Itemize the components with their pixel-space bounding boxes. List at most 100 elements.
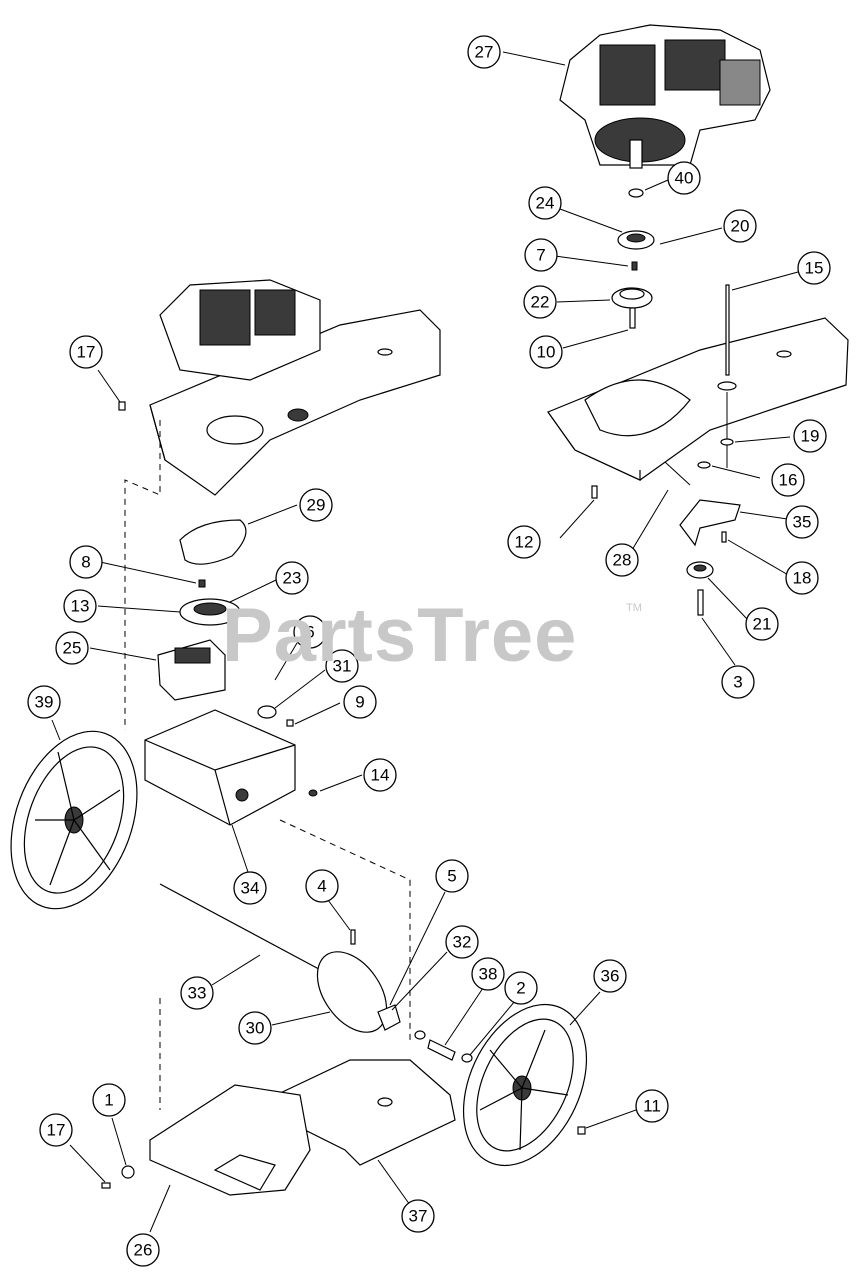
hardware-right — [559, 392, 795, 666]
bolt-11 — [577, 1109, 637, 1135]
svg-text:18: 18 — [793, 569, 812, 588]
hardware-6-31-9 — [257, 642, 341, 727]
svg-text:26: 26 — [134, 1241, 153, 1260]
callout-29: 29 — [299, 488, 333, 522]
callout-16: 16 — [771, 463, 805, 497]
svg-text:37: 37 — [409, 1207, 428, 1226]
callout-8: 8 — [69, 545, 103, 579]
key-8 — [99, 561, 206, 588]
callout-36: 36 — [593, 959, 627, 993]
svg-text:7: 7 — [536, 246, 545, 265]
svg-text:30: 30 — [246, 1019, 265, 1038]
callout-20: 20 — [723, 209, 757, 243]
gearbox-25 — [89, 639, 226, 701]
svg-text:19: 19 — [801, 427, 820, 446]
hardware-1-17-bottom — [69, 1117, 135, 1189]
svg-text:40: 40 — [675, 169, 694, 188]
svg-text:2: 2 — [516, 979, 525, 998]
nut-14 — [308, 774, 363, 797]
wheel-39 — [10, 719, 138, 910]
engine-top-right — [502, 24, 771, 169]
axle-33 — [159, 883, 331, 986]
key-7 — [554, 255, 638, 271]
callout-14: 14 — [363, 758, 397, 792]
svg-text:14: 14 — [371, 766, 390, 785]
plate-30 — [271, 951, 388, 1033]
svg-text:13: 13 — [71, 597, 90, 616]
callout-15: 15 — [797, 251, 831, 285]
callout-40: 40 — [667, 161, 701, 195]
callout-27: 27 — [467, 35, 501, 69]
callout-2: 2 — [504, 971, 538, 1005]
callout-17-top: 17 — [69, 335, 103, 369]
callout-19: 19 — [793, 419, 827, 453]
svg-text:20: 20 — [731, 217, 750, 236]
callout-18: 18 — [785, 561, 819, 595]
callout-26: 26 — [126, 1233, 160, 1267]
belt-29 — [179, 504, 298, 565]
dash-left-1 — [124, 420, 161, 730]
callout-35: 35 — [785, 505, 819, 539]
callout-21: 21 — [745, 607, 779, 641]
deck-housing-right — [547, 271, 849, 481]
washer-40 — [628, 179, 669, 198]
callout-31: 31 — [325, 649, 359, 683]
deck-37 — [253, 1059, 456, 1206]
housing-26 — [149, 1084, 311, 1233]
svg-text:39: 39 — [35, 693, 54, 712]
callout-11: 11 — [635, 1089, 669, 1123]
svg-text:8: 8 — [81, 553, 90, 572]
callout-6: 6 — [293, 615, 327, 649]
pulley-23 — [97, 579, 277, 626]
svg-text:31: 31 — [333, 657, 352, 676]
svg-text:25: 25 — [63, 639, 82, 658]
callout-28: 28 — [605, 543, 639, 577]
wheel-36 — [462, 991, 601, 1167]
svg-text:23: 23 — [283, 569, 302, 588]
callout-5: 5 — [435, 859, 469, 893]
svg-text:28: 28 — [613, 551, 632, 570]
engine-deck-left — [149, 279, 441, 496]
callout-38: 38 — [471, 957, 505, 991]
callout-22: 22 — [523, 285, 557, 319]
svg-text:36: 36 — [601, 967, 620, 986]
callout-3: 3 — [721, 665, 755, 699]
svg-text:5: 5 — [447, 867, 456, 886]
callout-33: 33 — [180, 976, 214, 1010]
callout-17-bottom: 17 — [39, 1113, 73, 1147]
watermark-text: PartsTree — [222, 593, 578, 678]
callout-9: 9 — [343, 685, 377, 719]
callout-25: 25 — [55, 631, 89, 665]
callout-39: 39 — [27, 685, 61, 719]
callout-24: 24 — [528, 186, 562, 220]
svg-text:33: 33 — [188, 984, 207, 1003]
callout-10: 10 — [529, 335, 563, 369]
svg-text:3: 3 — [733, 673, 742, 692]
bolt-4 — [327, 899, 356, 945]
svg-text:1: 1 — [104, 1091, 113, 1110]
svg-text:34: 34 — [241, 879, 260, 898]
svg-text:24: 24 — [536, 194, 555, 213]
svg-text:10: 10 — [537, 343, 556, 362]
callout-23: 23 — [275, 561, 309, 595]
svg-text:4: 4 — [317, 877, 326, 896]
svg-text:35: 35 — [793, 513, 812, 532]
svg-text:17: 17 — [47, 1121, 66, 1140]
svg-text:17: 17 — [77, 343, 96, 362]
callout-34: 34 — [233, 871, 267, 905]
watermark-trademark: TM — [626, 602, 642, 614]
callout-30: 30 — [238, 1011, 272, 1045]
svg-text:6: 6 — [305, 623, 314, 642]
svg-text:15: 15 — [805, 259, 824, 278]
bracket-32-5 — [377, 891, 448, 1031]
svg-text:29: 29 — [307, 496, 326, 515]
dash-mid — [279, 819, 411, 1040]
callout-7: 7 — [524, 238, 558, 272]
callout-37: 37 — [401, 1199, 435, 1233]
svg-text:32: 32 — [453, 933, 472, 952]
bolt-17-top — [97, 369, 126, 411]
svg-text:12: 12 — [515, 533, 534, 552]
callout-13: 13 — [63, 589, 97, 623]
svg-text:11: 11 — [643, 1097, 661, 1116]
